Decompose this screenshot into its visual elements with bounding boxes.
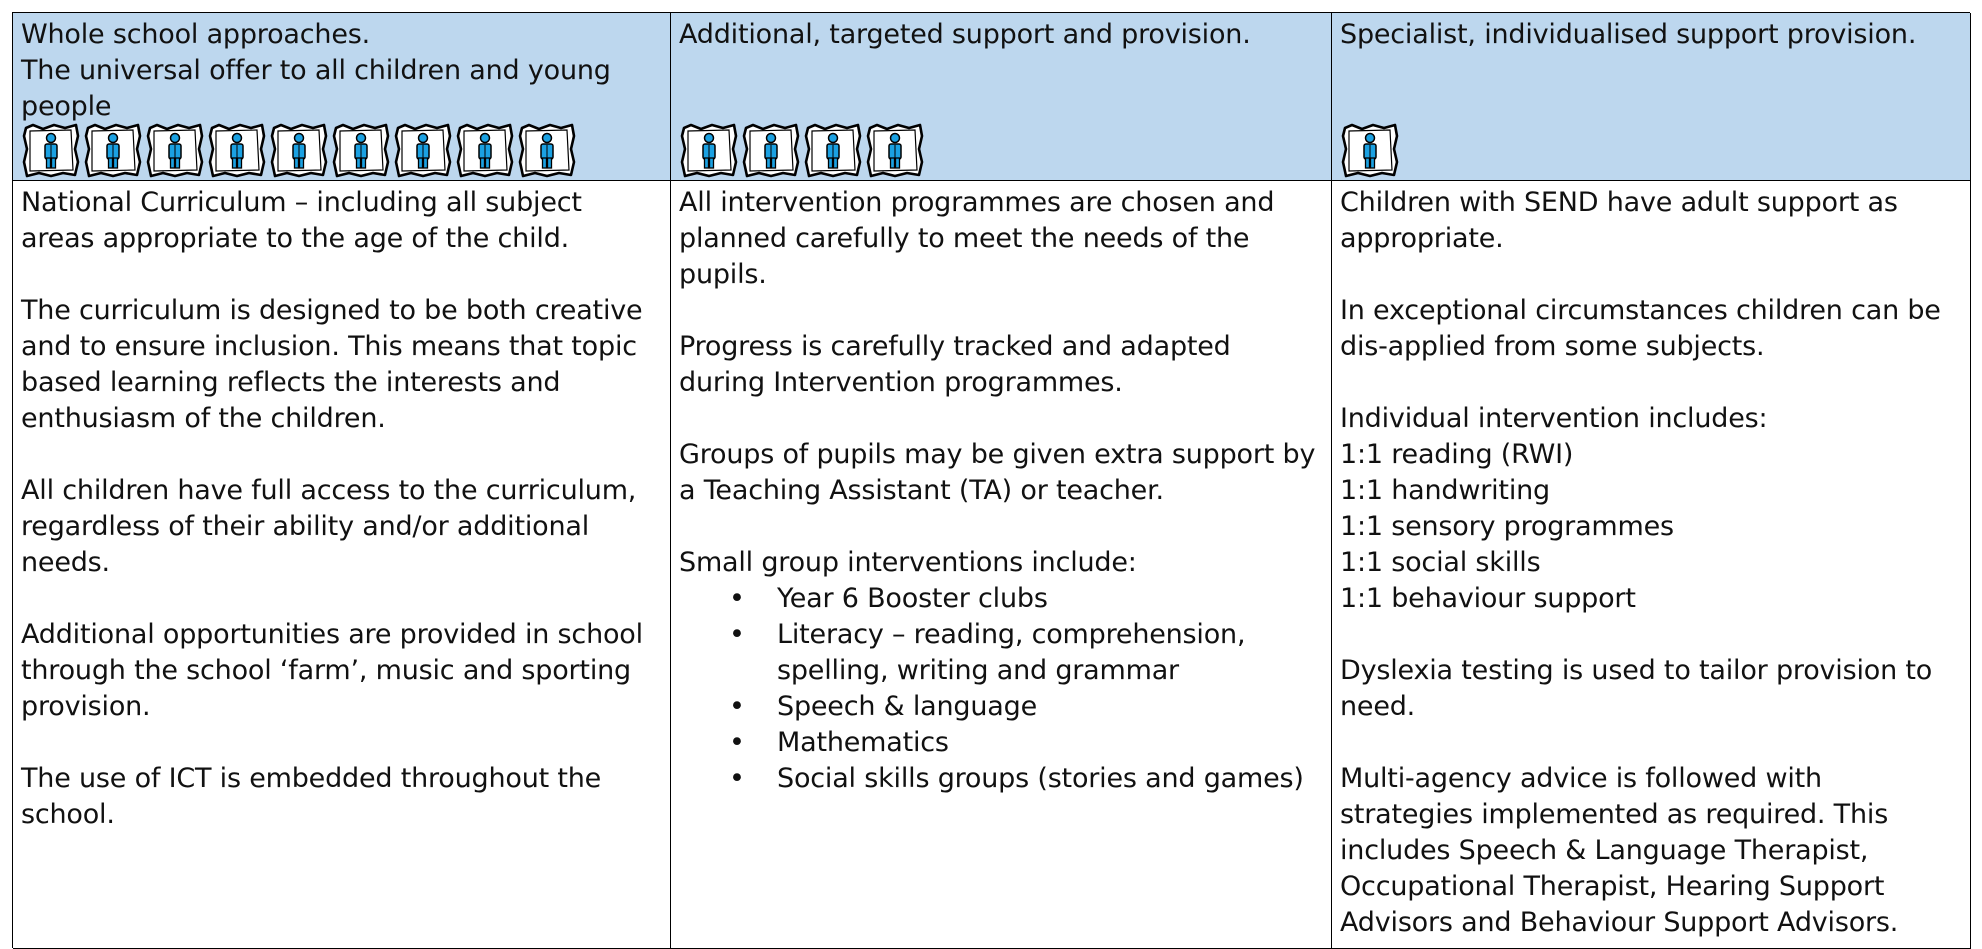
person-figure-icon [22,123,80,178]
paragraph: The use of ICT is embedded throughout th… [21,763,602,830]
list-item: 1:1 reading (RWI) [1340,439,1574,470]
intervention-bullet-list: Year 6 Booster clubs Literacy – reading,… [679,581,1323,797]
paragraph: National Curriculum – including all subj… [21,187,582,254]
body-targeted-support: All intervention programmes are chosen a… [671,181,1332,949]
person-figure-icon [208,123,266,178]
paragraph: Children with SEND have adult support as… [1340,187,1898,254]
paragraph: Progress is carefully tracked and adapte… [679,331,1231,398]
person-figure-icon [866,123,924,178]
paragraph: Additional opportunities are provided in… [21,619,643,722]
list-item: Speech & language [729,689,1323,725]
individual-intervention-list: 1:1 reading (RWI) 1:1 handwriting 1:1 se… [1340,437,1962,617]
header-whole-school: Whole school approaches. The universal o… [13,13,671,181]
header-title: Whole school approaches. The universal o… [21,19,611,122]
person-figure-icon [84,123,142,178]
header-targeted-support: Additional, targeted support and provisi… [671,13,1332,181]
person-figure-icon [680,123,738,178]
paragraph: Individual intervention includes: [1340,403,1768,434]
list-item: Year 6 Booster clubs [729,581,1323,617]
list-item: 1:1 sensory programmes [1340,511,1674,542]
list-item: 1:1 behaviour support [1340,583,1636,614]
paragraph: Groups of pupils may be given extra supp… [679,439,1316,506]
person-figure-icon [742,123,800,178]
list-item: Literacy – reading, comprehension, spell… [729,617,1323,689]
paragraph: The curriculum is designed to be both cr… [21,295,643,434]
icon-row [1340,122,1400,178]
header-title: Additional, targeted support and provisi… [679,19,1251,50]
body-whole-school: National Curriculum – including all subj… [13,181,671,949]
person-figure-icon [270,123,328,178]
list-item: Mathematics [729,725,1323,761]
icon-row [679,122,925,178]
paragraph: All children have full access to the cur… [21,475,637,578]
provision-table: Whole school approaches. The universal o… [12,12,1971,949]
paragraph: In exceptional circumstances children ca… [1340,295,1941,362]
paragraph: All intervention programmes are chosen a… [679,187,1275,290]
person-figure-icon [394,123,452,178]
header-title: Specialist, individualised support provi… [1340,19,1917,50]
person-figure-icon [146,123,204,178]
paragraph: Dyslexia testing is used to tailor provi… [1340,655,1933,722]
list-item: 1:1 handwriting [1340,475,1550,506]
list-item: 1:1 social skills [1340,547,1541,578]
person-figure-icon [332,123,390,178]
person-figure-icon [804,123,862,178]
body-specialist-support: Children with SEND have adult support as… [1332,181,1971,949]
person-figure-icon [1341,123,1399,178]
paragraph: Small group interventions include: [679,547,1137,578]
icon-row [21,122,577,178]
list-item: Social skills groups (stories and games) [729,761,1323,797]
header-specialist-support: Specialist, individualised support provi… [1332,13,1971,181]
person-figure-icon [518,123,576,178]
person-figure-icon [456,123,514,178]
paragraph: Multi-agency advice is followed with str… [1340,763,1899,938]
